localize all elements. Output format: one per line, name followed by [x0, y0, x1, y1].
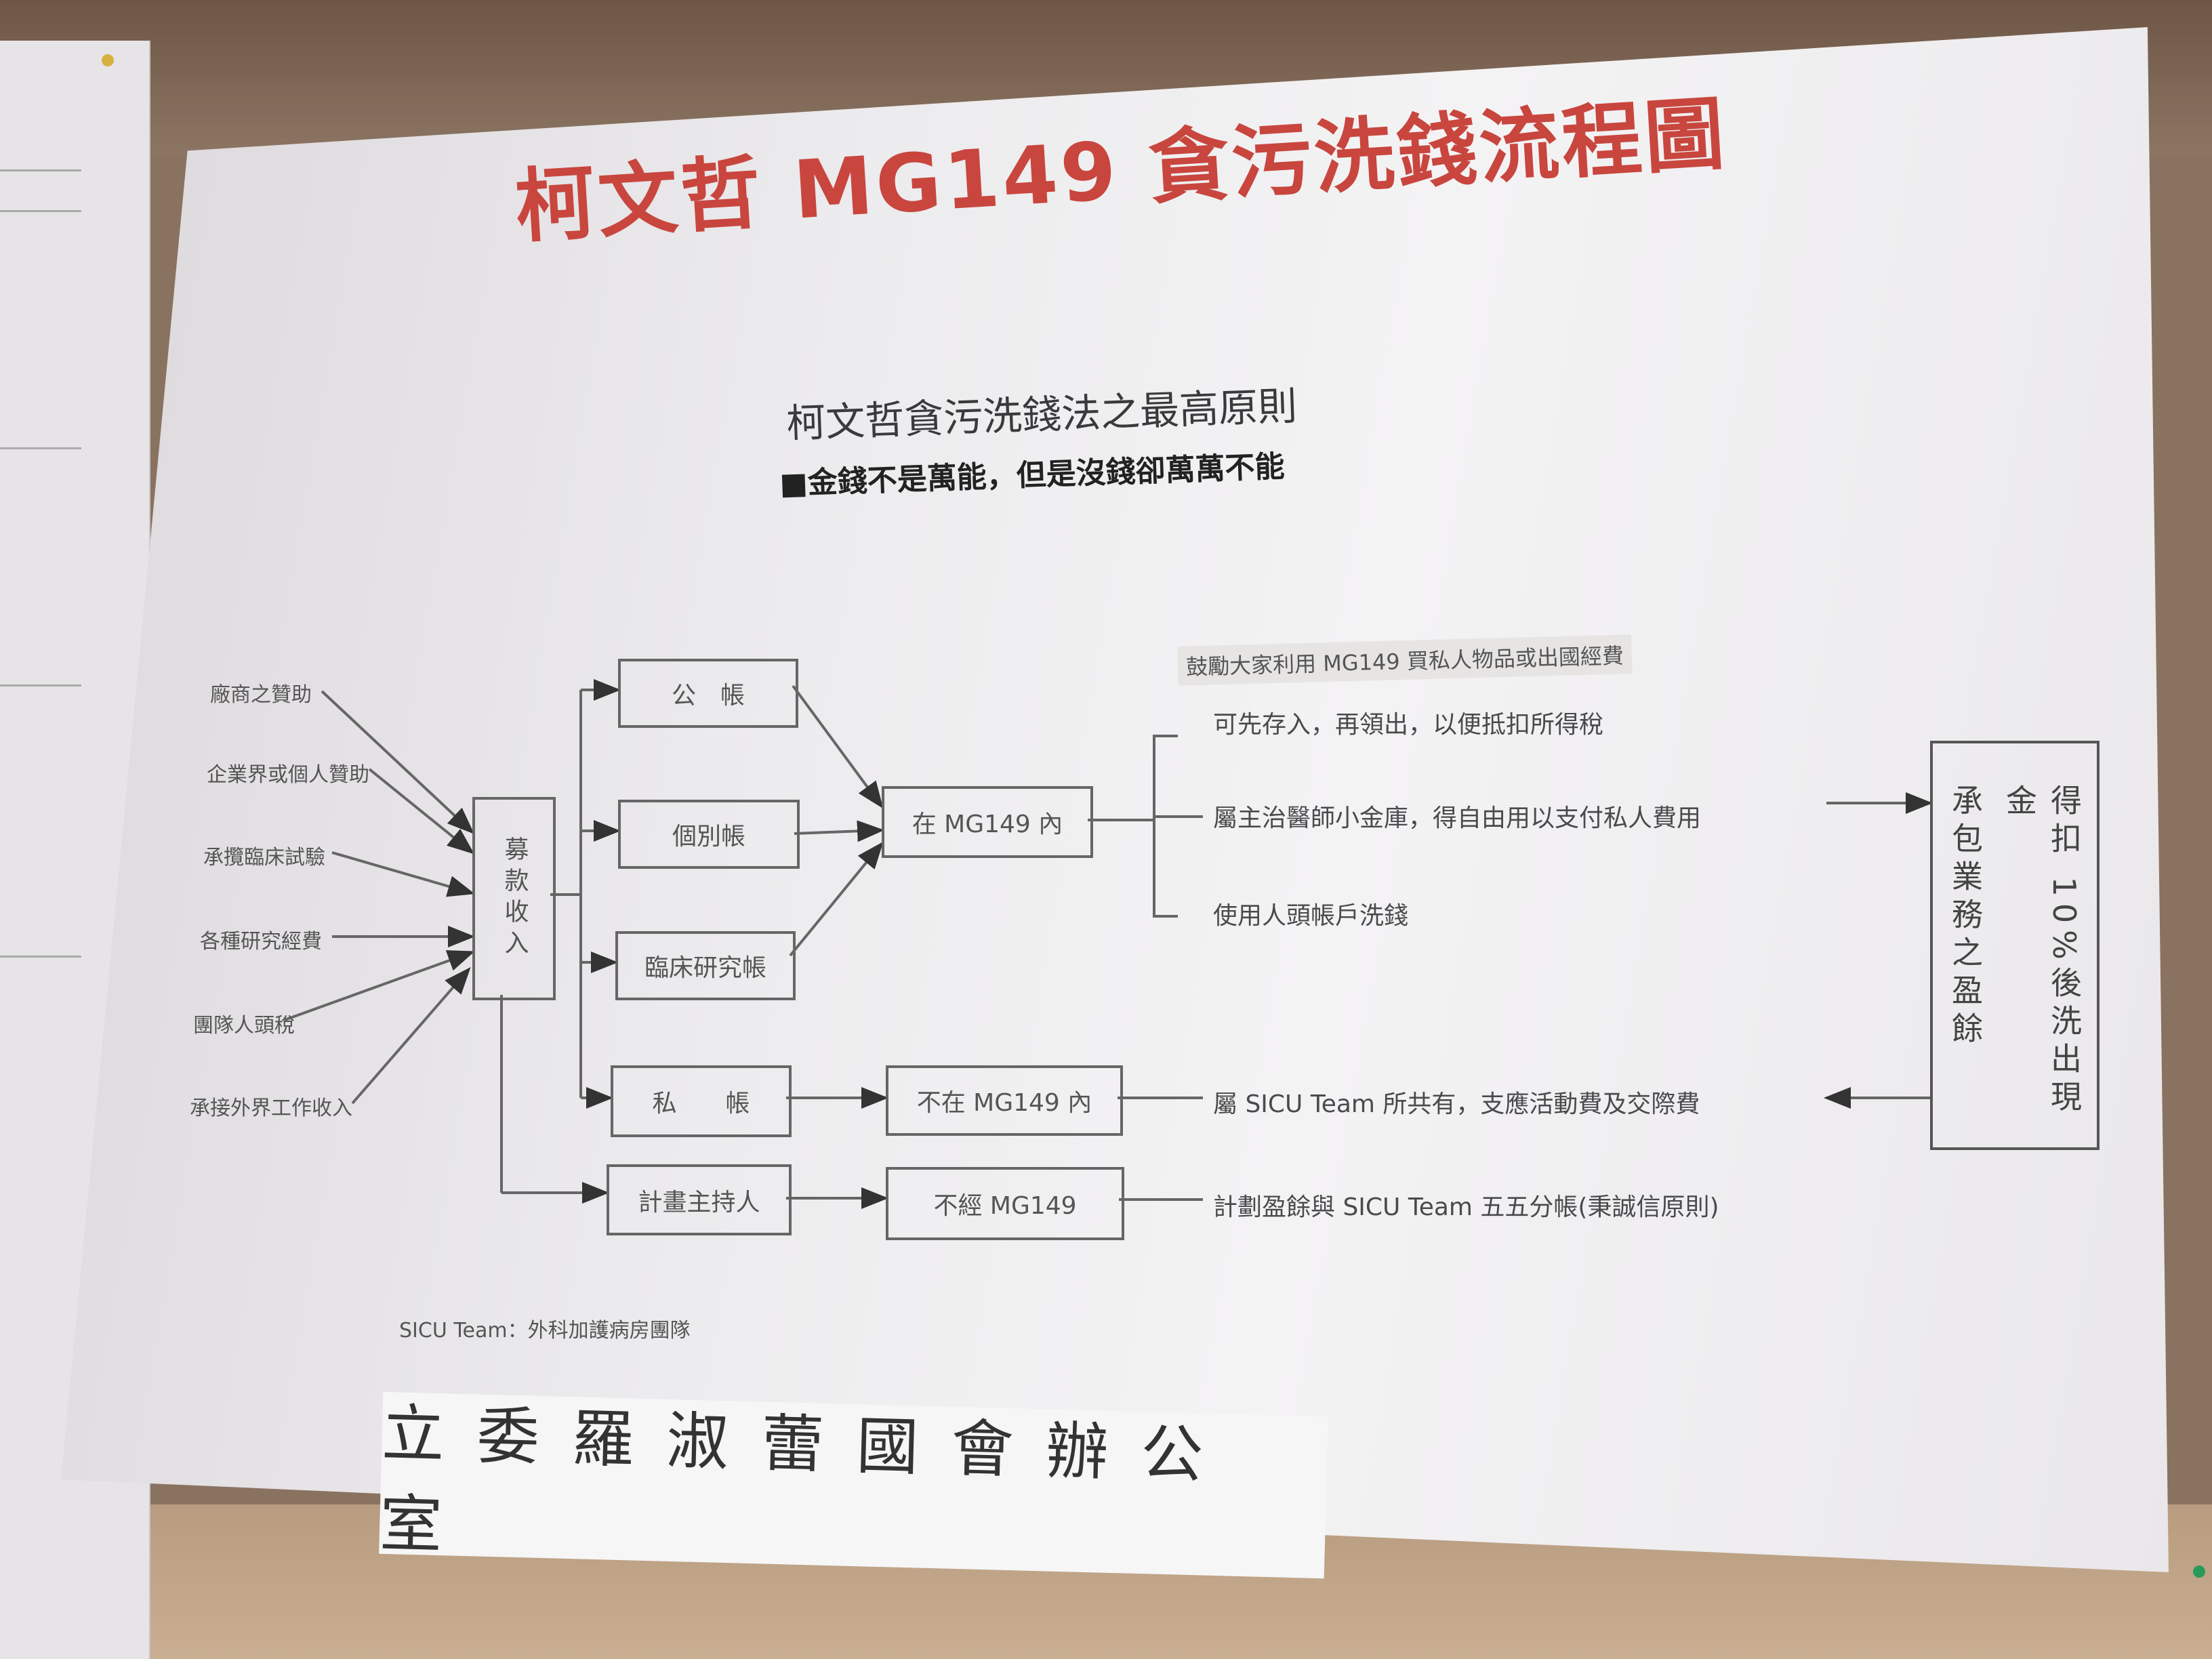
- account-box: 私 帳: [611, 1065, 792, 1137]
- source-label: 承接外界工作收入: [190, 1097, 352, 1120]
- office-label: 立委羅淑蕾國會辦公室: [379, 1391, 1328, 1579]
- contract-box-col2: 承包業務之盈餘: [1947, 784, 1984, 1050]
- source-label: 承攬臨床試驗: [203, 846, 325, 869]
- source-label: 廠商之贊助: [210, 683, 312, 707]
- account-box: 個別帳: [618, 800, 800, 869]
- source-label: 企業界或個人贊助: [207, 763, 369, 787]
- mg149-outside-box: 不在 MG149 內: [886, 1065, 1123, 1136]
- mg149-inside-box: 在 MG149 內: [882, 786, 1093, 858]
- pin-icon: [102, 54, 114, 66]
- source-label: 團隊人頭稅: [193, 1014, 295, 1038]
- source-label: 各種研究經費: [200, 930, 322, 954]
- legend-note: SICU Team：外科加護病房團隊: [399, 1319, 691, 1343]
- hub-box: 募款收入: [472, 797, 556, 1000]
- bypass-use-item: 計劃盈餘與 SICU Team 五五分帳(秉誠信原則): [1213, 1193, 1719, 1221]
- mg149-bypass-box: 不經 MG149: [886, 1167, 1124, 1240]
- pin-icon: [2193, 1565, 2205, 1578]
- contract-profit-box: 得扣 10%後洗出現金 承包業務之盈餘: [1930, 741, 2100, 1150]
- inside-use-item: 屬主治醫師小金庫，得自由用以支付私人費用: [1213, 804, 1702, 832]
- account-box: 公 帳: [618, 659, 798, 728]
- inside-use-item: 可先存入，再領出，以便抵扣所得稅: [1213, 711, 1604, 739]
- contract-box-col1: 得扣 10%後洗出現金: [2001, 784, 2083, 1118]
- poster-sheet: [61, 27, 2169, 1572]
- outside-use-item: 屬 SICU Team 所共有，支應活動費及交際費: [1213, 1090, 1700, 1118]
- account-box: 臨床研究帳: [615, 931, 796, 1000]
- account-box: 計畫主持人: [607, 1164, 792, 1235]
- inside-use-item: 使用人頭帳戶洗錢: [1213, 902, 1409, 930]
